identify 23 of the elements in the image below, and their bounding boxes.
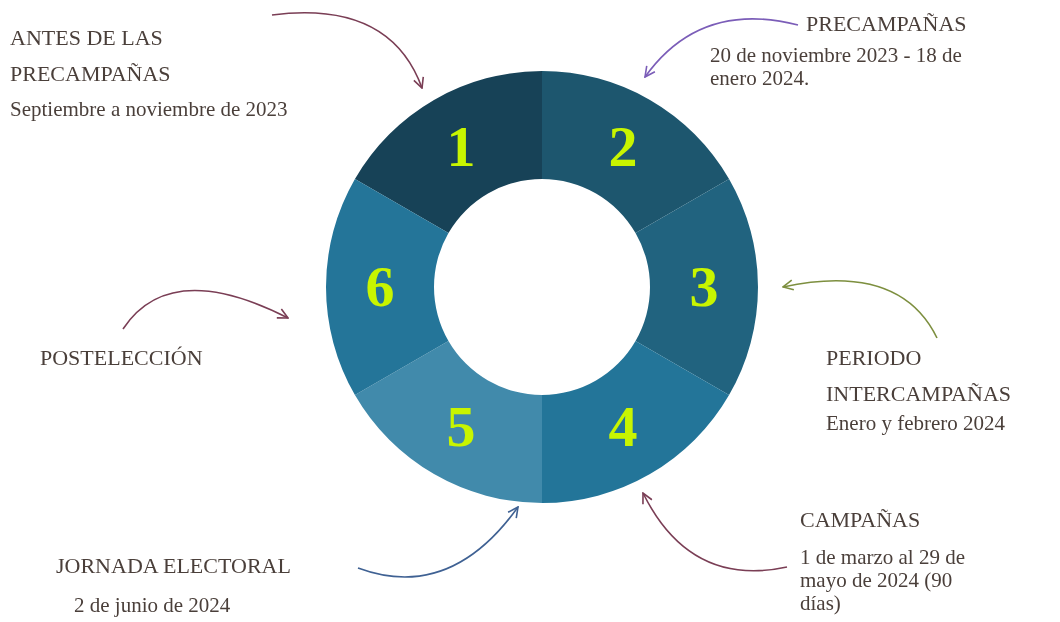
phase-title: ANTES DE LAS PRECAMPAÑAS <box>10 24 172 88</box>
curved-arrow <box>357 506 519 578</box>
curved-arrow <box>122 289 289 330</box>
phase-dates: 1 de marzo al 29 de mayo de 2024 (90 días) <box>800 546 967 615</box>
segment-number: 1 <box>446 117 476 176</box>
phase-dates: 2 de junio de 2024 <box>74 594 232 617</box>
segment-number: 4 <box>608 398 638 457</box>
phase-title: JORNADA ELECTORAL <box>56 552 292 580</box>
phase-title: PERIODO INTERCAMPAÑAS <box>826 344 1012 408</box>
segment-number: 5 <box>446 398 476 457</box>
curved-arrow <box>271 12 424 89</box>
phase-title: PRECAMPAÑAS <box>806 10 968 38</box>
segment-number: 3 <box>689 258 719 316</box>
segment-number: 2 <box>608 117 638 176</box>
phase-dates: Septiembre a noviembre de 2023 <box>10 98 289 121</box>
phase-dates: Enero y febrero 2024 <box>826 412 1006 435</box>
phase-title: CAMPAÑAS <box>800 506 922 534</box>
curved-arrow <box>644 18 799 78</box>
segment-number: 6 <box>365 258 395 316</box>
curved-arrow <box>642 492 788 572</box>
curved-arrow <box>782 279 938 339</box>
phase-dates: 20 de noviembre 2023 - 18 de enero 2024. <box>710 44 963 90</box>
phase-title: POSTELECCIÓN <box>40 344 204 372</box>
